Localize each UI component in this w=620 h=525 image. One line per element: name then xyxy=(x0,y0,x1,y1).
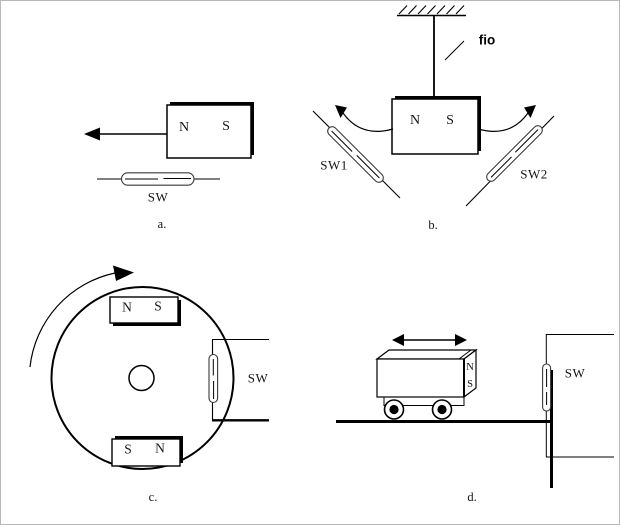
caption-b: b. xyxy=(428,217,438,232)
magnet-c-bottom-pole-n: N xyxy=(155,440,165,456)
rotation-arrow-head xyxy=(113,265,134,281)
wire-label: fio xyxy=(478,32,496,48)
magnet-d-pole-n: N xyxy=(466,361,474,373)
magnet-c-bottom-pole-s: S xyxy=(124,441,132,457)
shuttle-arrow-right-head xyxy=(455,334,467,346)
switch-c-label: SW xyxy=(247,370,269,386)
figure-b-art xyxy=(312,5,555,207)
swing-arrow-right-head xyxy=(524,105,536,118)
swing-arrow-left-head xyxy=(335,105,347,118)
figure-c-art xyxy=(29,265,269,470)
magnet-c-top-pole-n: N xyxy=(122,299,132,315)
wheel-left-hub xyxy=(389,404,399,415)
switch-sw2-label: SW2 xyxy=(520,166,548,182)
ceiling-hatch xyxy=(398,5,465,15)
cart-chassis xyxy=(383,397,465,406)
reed-sw2-contacts xyxy=(490,129,539,178)
magnet-c-top-body xyxy=(109,296,179,324)
magnet-a-pole-n: N xyxy=(178,120,190,135)
figure-a-art xyxy=(84,102,254,186)
reed-c-capsule xyxy=(208,353,219,404)
shuttle-arrow-left-head xyxy=(392,334,404,346)
disc-axle-hole xyxy=(128,364,155,392)
cart-front-face xyxy=(376,358,465,398)
magnet-c-top-pole-s: S xyxy=(154,298,162,314)
magnet-a-pole-s: S xyxy=(222,119,230,134)
magnet-d-pole-s: S xyxy=(467,378,473,390)
rotation-arrow-arc xyxy=(29,272,116,368)
caption-c: c. xyxy=(148,489,158,504)
switch-d-label: SW xyxy=(564,365,586,381)
magnet-a-body xyxy=(166,104,252,159)
reed-d-capsule xyxy=(542,363,552,412)
swing-arrow-left-arc xyxy=(342,112,394,132)
switch-a-label: SW xyxy=(147,189,169,205)
swing-arrow-right-arc xyxy=(477,112,529,132)
disc-outline xyxy=(50,286,235,470)
wheel-right-hub xyxy=(437,404,447,415)
magnet-c-bottom-body xyxy=(111,438,181,467)
caption-a: a. xyxy=(157,216,167,231)
wire-label-leader xyxy=(444,40,465,61)
caption-d: d. xyxy=(467,489,477,504)
cart-magnet-divider xyxy=(458,349,472,360)
magnet-b-body xyxy=(391,98,479,155)
magnet-b-pole-n: N xyxy=(409,113,421,128)
figure-d-art xyxy=(336,334,614,488)
switch-sw1-label: SW1 xyxy=(320,157,348,173)
magnet-b-pole-s: S xyxy=(446,113,454,128)
motion-arrow-a-head xyxy=(84,127,100,141)
reed-sw1-contacts xyxy=(331,130,380,179)
